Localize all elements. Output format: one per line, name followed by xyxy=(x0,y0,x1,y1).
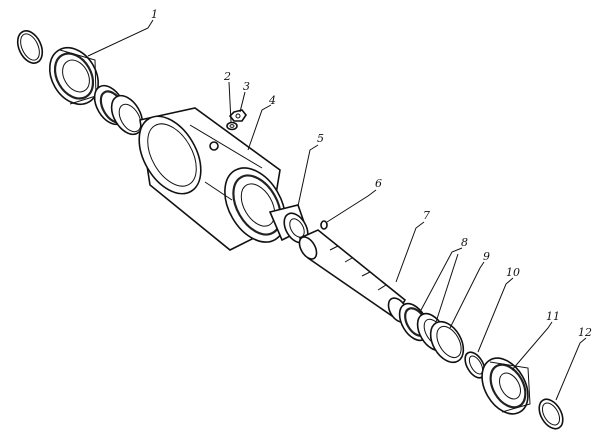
seal-rings-left xyxy=(93,84,144,136)
label-part-5: 5 xyxy=(317,132,324,145)
part-1-seal-housing xyxy=(48,46,100,106)
label-part-3: 3 xyxy=(243,80,250,93)
part-1-ring xyxy=(16,30,44,64)
label-part-8: 8 xyxy=(461,236,468,249)
label-part-4: 4 xyxy=(268,94,276,107)
part-12-ring xyxy=(538,398,564,430)
label-part-1: 1 xyxy=(151,8,158,21)
part-11-end-housing xyxy=(481,357,531,415)
part-3-nut xyxy=(228,109,247,122)
part-7-shaft xyxy=(298,229,409,323)
part-2-washer xyxy=(226,121,238,131)
label-part-7: 7 xyxy=(423,209,430,222)
label-part-6: 6 xyxy=(375,177,382,190)
label-part-2: 2 xyxy=(223,70,231,83)
part-9-ring xyxy=(429,320,465,364)
part-5-collar xyxy=(268,204,309,244)
label-part-11: 11 xyxy=(546,310,560,323)
leader-lines xyxy=(87,19,587,401)
label-part-10: 10 xyxy=(506,266,520,279)
part-4-hub-housing xyxy=(138,107,286,251)
label-part-12: 12 xyxy=(578,326,592,339)
part-6-pin xyxy=(320,220,328,230)
label-part-9: 9 xyxy=(483,250,490,263)
